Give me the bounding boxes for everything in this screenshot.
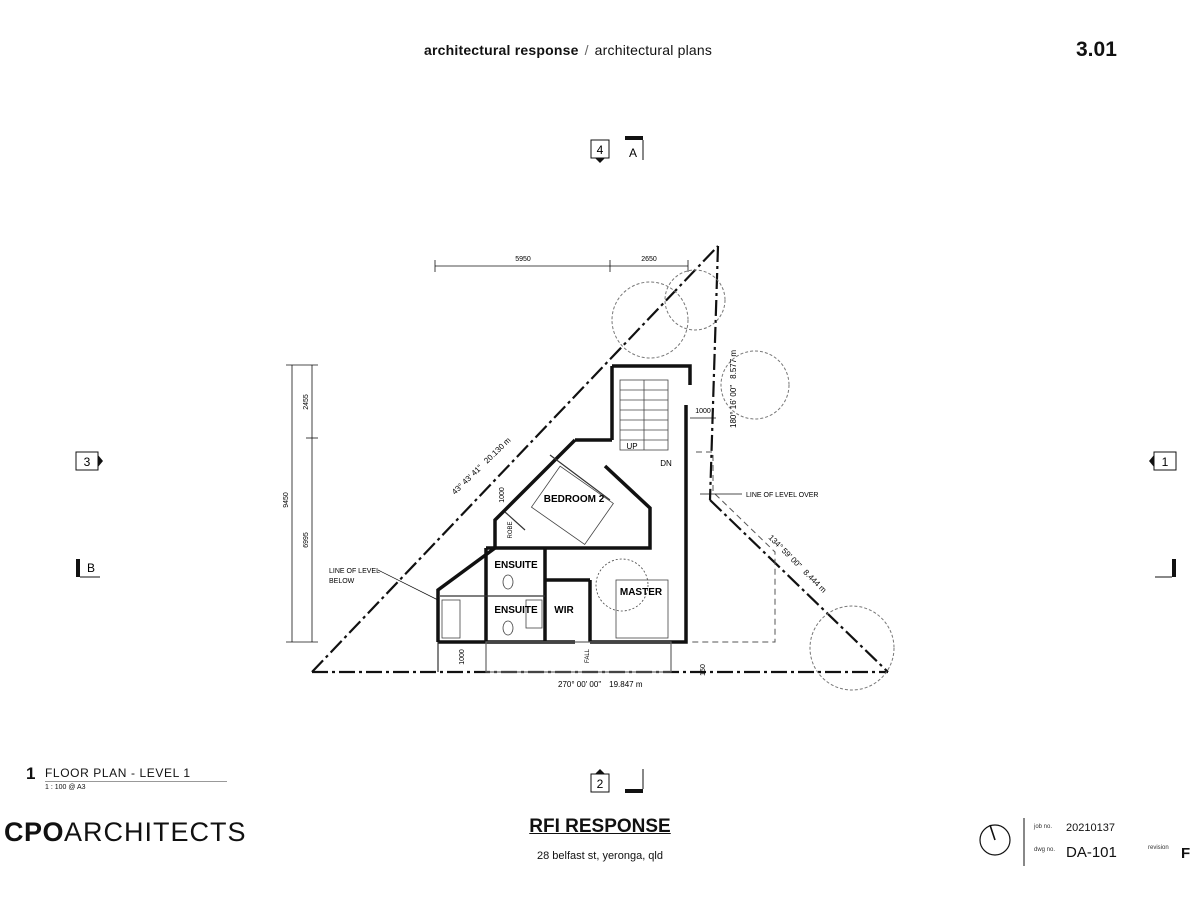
furniture — [441, 465, 669, 639]
drawing-number: 1 — [26, 764, 36, 783]
tree-icon — [720, 350, 790, 420]
sheet-number: 3.01 — [1076, 38, 1117, 61]
room-label-master: MASTER — [620, 587, 663, 598]
dim-boundary-gap-bottom: 1000 — [459, 649, 466, 665]
header-breadcrumb: architectural response / architectural pla… — [424, 42, 712, 58]
drawing-title-underline — [45, 781, 227, 782]
revision-value: F — [1181, 845, 1191, 862]
room-label-robe: ROBE — [508, 521, 514, 538]
svg-text:B: B — [87, 561, 95, 575]
dim-top-left: 5950 — [515, 256, 531, 263]
rug-icon — [595, 558, 649, 612]
room-label-bedroom2: BEDROOM 2 — [544, 494, 605, 505]
site-boundary — [311, 245, 889, 674]
dim-left-upper: 2455 — [303, 394, 310, 410]
dimension-top — [434, 260, 689, 272]
revision-label: revision — [1148, 845, 1169, 851]
room-label-ensuite-upper: ENSUITE — [494, 560, 538, 571]
tree-icon — [611, 281, 689, 359]
header-subsection: architectural plans — [594, 42, 713, 58]
drawing-number-label: dwg no. — [1034, 847, 1056, 853]
bed-icon — [615, 579, 669, 639]
wall-bed2-east — [545, 464, 652, 550]
note-line-level-below-1: LINE OF LEVEL — [329, 568, 380, 575]
toilet-icon — [502, 620, 514, 636]
boundary-east-line — [709, 499, 889, 673]
svg-text:A: A — [629, 146, 637, 160]
dimension-left — [286, 364, 318, 643]
drawing-number-value: DA-101 — [1066, 844, 1117, 861]
company-logo: CPOARCHITECTS — [4, 817, 247, 848]
svg-text:3: 3 — [84, 455, 91, 469]
staircase — [619, 379, 669, 451]
section-marker-a-bottom — [625, 769, 644, 793]
room-label-wir: WIR — [554, 605, 574, 616]
header-section: architectural response — [424, 42, 579, 58]
section-marker-a: A — [625, 136, 644, 160]
interior-thin-walls — [437, 454, 672, 673]
label-fall: FALL — [585, 648, 591, 663]
elevation-marker-south: 2 — [590, 769, 610, 793]
drawing-name: FLOOR PLAN - LEVEL 1 — [45, 766, 191, 780]
tree-icon — [809, 605, 895, 691]
boundary-south-label: 270° 00' 00"19.847 m — [558, 680, 643, 689]
dim-boundary-gap-left: 1000 — [499, 487, 506, 503]
elevation-marker-east: 1 — [1149, 451, 1177, 471]
boundary-north-line — [708, 245, 720, 501]
job-number-value: 20210137 — [1066, 822, 1115, 834]
stair-label-up: UP — [626, 442, 637, 451]
elevation-marker-north: 4 — [590, 139, 610, 163]
vanity-icon — [525, 599, 543, 629]
bath-icon — [441, 599, 461, 639]
dim-top-right: 2650 — [641, 256, 657, 263]
job-number-label: job no. — [1034, 824, 1053, 830]
dim-left-lower: 6995 — [303, 532, 310, 548]
footer-address: 28 belfast st, yeronga, qld — [537, 850, 663, 862]
dim-left-total: 9450 — [283, 492, 290, 508]
header-separator: / — [584, 42, 589, 58]
toilet-icon — [502, 574, 514, 590]
svg-text:2: 2 — [597, 777, 604, 791]
boundary-north-label: 180° 16' 00"8.577 m — [729, 350, 738, 428]
note-line-level-below-2: BELOW — [329, 578, 355, 585]
dim-bottom-offset: 150 — [700, 664, 707, 676]
stair-label-dn: DN — [660, 459, 672, 468]
drawing-scale: 1 : 100 @ A3 — [45, 784, 86, 791]
footer-title: RFI RESPONSE — [529, 816, 671, 837]
dim-boundary-gap-right: 1000 — [695, 408, 711, 415]
section-marker-b: B — [76, 559, 100, 578]
bed-icon — [530, 465, 614, 545]
note-line-level-over: LINE OF LEVEL OVER — [746, 492, 819, 499]
svg-text:1: 1 — [1162, 455, 1169, 469]
boundary-west-line — [311, 245, 719, 673]
svg-text:4: 4 — [597, 143, 604, 157]
logo-wordmark: ARCHITECTS — [64, 817, 247, 847]
wall-stair-top — [612, 364, 692, 385]
north-arrow-icon — [979, 824, 1011, 856]
elevation-marker-west: 3 — [75, 451, 103, 471]
section-marker-b-right — [1155, 559, 1176, 578]
logo-mark: CPO — [4, 817, 65, 847]
line-of-level-over — [690, 451, 776, 643]
tree-icons — [611, 269, 895, 691]
room-label-ensuite-lower: ENSUITE — [494, 605, 538, 616]
tree-icon — [664, 269, 726, 331]
